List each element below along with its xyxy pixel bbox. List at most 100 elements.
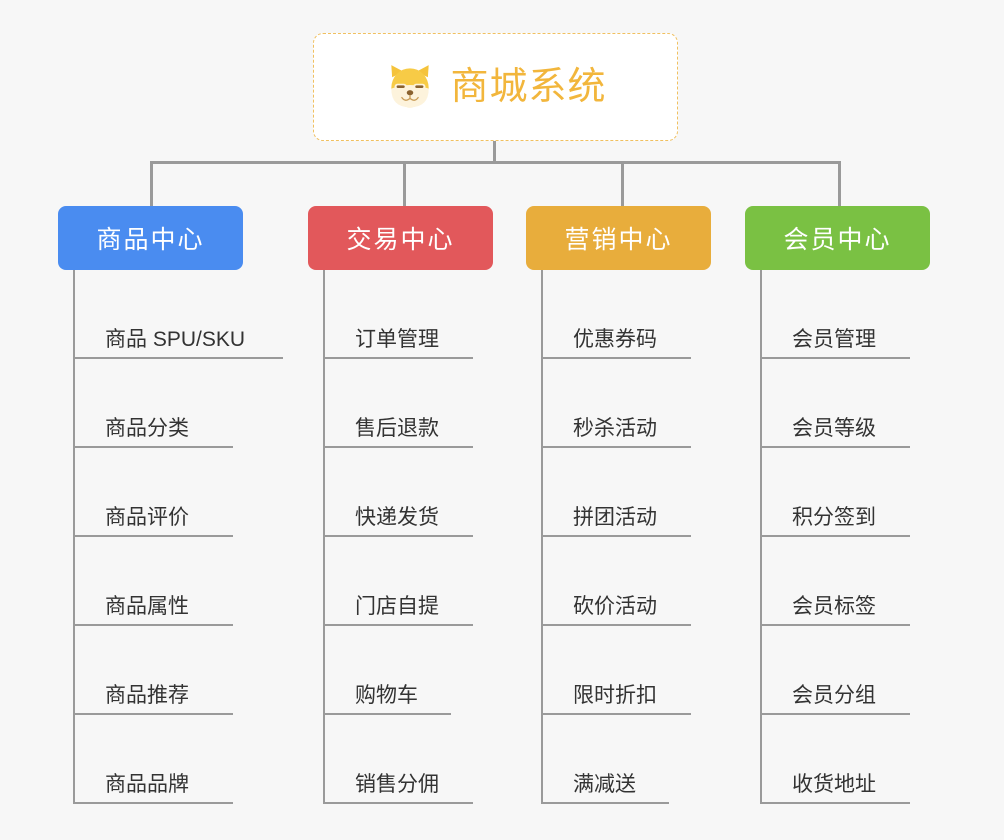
- branch-items: 优惠券码秒杀活动拼团活动砍价活动限时折扣满减送: [526, 270, 711, 804]
- branch-trunk-line: [323, 270, 325, 804]
- branch-header-label: 营销中心: [564, 226, 673, 254]
- sub-item[interactable]: 商品 SPU/SKU: [58, 270, 283, 359]
- sub-item[interactable]: 商品品牌: [58, 715, 243, 804]
- sub-item-underline: [760, 535, 910, 537]
- sub-item-label: 门店自提: [355, 594, 439, 618]
- sub-item[interactable]: 会员管理: [745, 270, 930, 359]
- root-node-label: 商城系统: [450, 66, 607, 108]
- connector-drop-4: [838, 161, 841, 206]
- branch-header-1[interactable]: 商品中心: [58, 206, 243, 270]
- sub-item-underline: [541, 802, 669, 804]
- sub-item-label: 订单管理: [355, 327, 439, 351]
- connector-drop-2: [403, 161, 406, 206]
- sub-item-underline: [760, 802, 910, 804]
- sub-item-underline: [73, 713, 233, 715]
- sub-item-label: 购物车: [355, 683, 418, 707]
- branch-column-2: 交易中心订单管理售后退款快递发货门店自提购物车销售分佣: [308, 206, 493, 804]
- sub-item-label: 会员管理: [792, 327, 876, 351]
- sub-item[interactable]: 商品评价: [58, 448, 243, 537]
- sub-item[interactable]: 快递发货: [308, 448, 493, 537]
- branch-items: 会员管理会员等级积分签到会员标签会员分组收货地址: [745, 270, 930, 804]
- sub-item-underline: [760, 713, 910, 715]
- branch-items: 商品 SPU/SKU 商品分类商品评价商品属性商品推荐商品品牌: [58, 270, 283, 804]
- sub-item-underline: [73, 357, 283, 359]
- sub-item[interactable]: 会员标签: [745, 537, 930, 626]
- sub-item-underline: [323, 713, 451, 715]
- sub-item-label: 限时折扣: [573, 683, 657, 707]
- sub-item[interactable]: 商品分类: [58, 359, 243, 448]
- sub-item-underline: [541, 624, 691, 626]
- sub-item-label: 积分签到: [792, 505, 876, 529]
- sub-item-label: 会员分组: [792, 683, 876, 707]
- sub-item-label: 满减送: [573, 772, 636, 796]
- sub-item[interactable]: 门店自提: [308, 537, 493, 626]
- connector-drop-3: [621, 161, 624, 206]
- branch-column-1: 商品中心商品 SPU/SKU 商品分类商品评价商品属性商品推荐商品品牌: [58, 206, 283, 804]
- sub-item-underline: [73, 802, 233, 804]
- sub-item[interactable]: 限时折扣: [526, 626, 711, 715]
- connector-drop-1: [150, 161, 153, 206]
- sub-item-underline: [73, 446, 233, 448]
- sub-item-underline: [541, 357, 691, 359]
- branch-header-3[interactable]: 营销中心: [526, 206, 711, 270]
- sub-item-label: 商品属性: [105, 594, 189, 618]
- sub-item-underline: [323, 802, 473, 804]
- sub-item-label: 商品 SPU/SKU: [105, 327, 246, 351]
- sub-item-label: 销售分佣: [355, 772, 439, 796]
- sub-item-underline: [760, 357, 910, 359]
- sub-item-underline: [541, 713, 691, 715]
- sub-item-underline: [323, 535, 473, 537]
- sub-item[interactable]: 满减送: [526, 715, 711, 804]
- sub-item[interactable]: 积分签到: [745, 448, 930, 537]
- sub-item-label: 会员等级: [792, 416, 876, 440]
- branch-header-label: 交易中心: [346, 226, 455, 254]
- sub-item-label: 会员标签: [792, 594, 876, 618]
- branch-trunk-line: [73, 270, 75, 804]
- branch-header-4[interactable]: 会员中心: [745, 206, 930, 270]
- sub-item-label: 砍价活动: [573, 594, 657, 618]
- sub-item[interactable]: 砍价活动: [526, 537, 711, 626]
- sub-item[interactable]: 收货地址: [745, 715, 930, 804]
- root-node[interactable]: 商城系统: [313, 33, 678, 141]
- shiba-dog-icon: [391, 65, 430, 108]
- sub-item-underline: [73, 535, 233, 537]
- sub-item-label: 售后退款: [355, 416, 439, 440]
- sub-item-label: 收货地址: [792, 772, 876, 796]
- branch-column-4: 会员中心会员管理会员等级积分签到会员标签会员分组收货地址: [745, 206, 930, 804]
- sub-item[interactable]: 售后退款: [308, 359, 493, 448]
- branch-items: 订单管理售后退款快递发货门店自提购物车销售分佣: [308, 270, 493, 804]
- sub-item[interactable]: 秒杀活动: [526, 359, 711, 448]
- sub-item[interactable]: 销售分佣: [308, 715, 493, 804]
- sub-item-label: 优惠券码: [573, 327, 657, 351]
- branch-trunk-line: [760, 270, 762, 804]
- sub-item-label: 秒杀活动: [573, 416, 657, 440]
- sub-item[interactable]: 商品属性: [58, 537, 243, 626]
- connector-root-stem: [493, 141, 496, 163]
- sub-item-label: 商品推荐: [105, 683, 189, 707]
- sub-item[interactable]: 商品推荐: [58, 626, 243, 715]
- sub-item-underline: [323, 446, 473, 448]
- branch-header-label: 会员中心: [783, 226, 892, 254]
- sub-item[interactable]: 订单管理: [308, 270, 493, 359]
- sub-item-underline: [323, 624, 473, 626]
- sub-item[interactable]: 优惠券码: [526, 270, 711, 359]
- branch-column-3: 营销中心优惠券码秒杀活动拼团活动砍价活动限时折扣满减送: [526, 206, 711, 804]
- branch-header-2[interactable]: 交易中心: [308, 206, 493, 270]
- sub-item-label: 商品品牌: [105, 772, 189, 796]
- sub-item-underline: [760, 624, 910, 626]
- branch-header-label: 商品中心: [96, 226, 205, 254]
- sub-item[interactable]: 会员分组: [745, 626, 930, 715]
- sub-item-underline: [323, 357, 473, 359]
- sub-item[interactable]: 拼团活动: [526, 448, 711, 537]
- sub-item[interactable]: 购物车: [308, 626, 493, 715]
- sub-item-label: 快递发货: [355, 505, 439, 529]
- sub-item[interactable]: 会员等级: [745, 359, 930, 448]
- connector-horizontal-bus: [150, 161, 838, 164]
- sub-item-underline: [73, 624, 233, 626]
- sub-item-label: 商品分类: [105, 416, 189, 440]
- sub-item-label: 商品评价: [105, 505, 189, 529]
- sub-item-underline: [760, 446, 910, 448]
- sub-item-underline: [541, 535, 691, 537]
- sub-item-underline: [541, 446, 691, 448]
